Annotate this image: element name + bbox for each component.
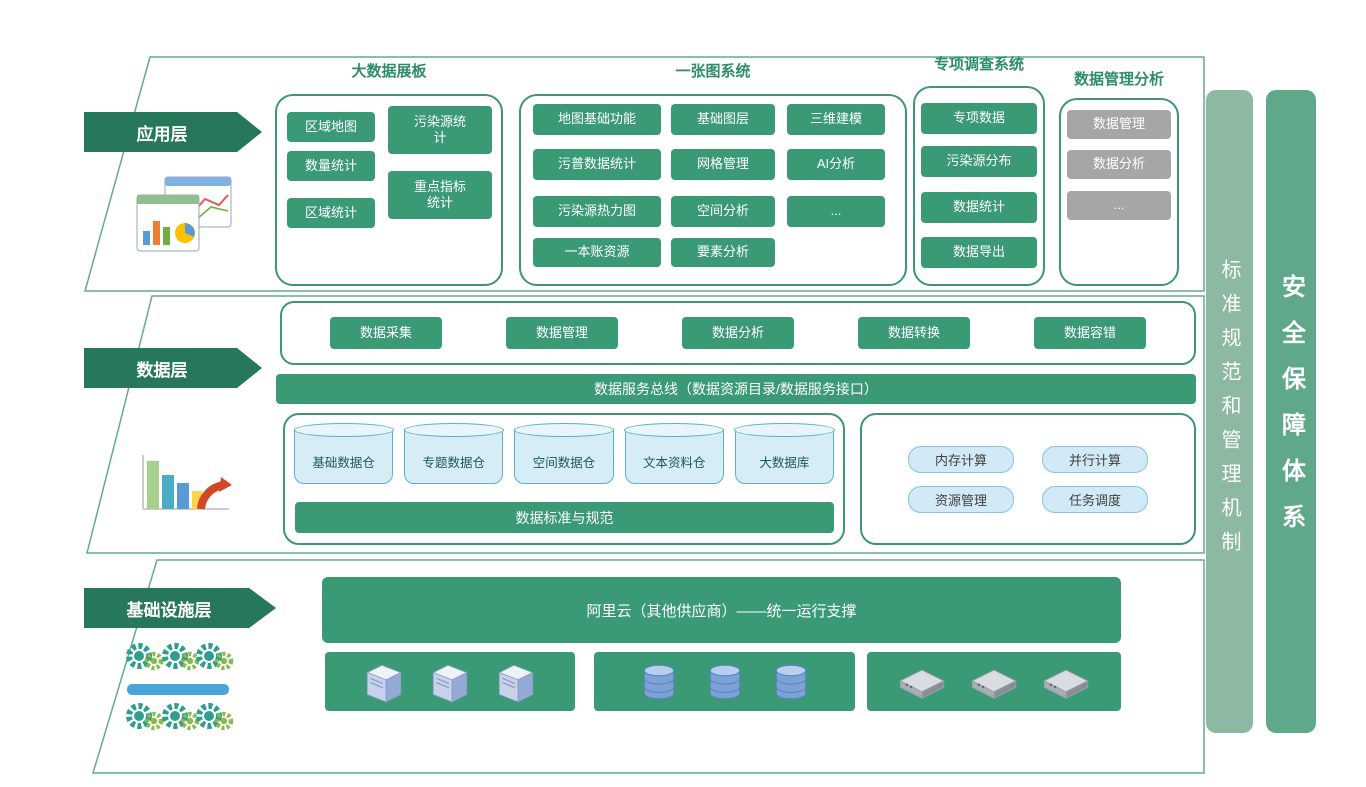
network-hardware-bar (867, 652, 1121, 711)
cloud-platform-bar: 阿里云（其他供应商）——统一运行支撑 (322, 577, 1121, 643)
app-node: 数据管理 (1067, 110, 1171, 139)
infrastructure-layer-label: 基础设施层 (84, 588, 276, 628)
network-switch-icon (896, 663, 948, 701)
app-node: 区域地图 (287, 112, 375, 142)
dashboard-group-title: 大数据展板 (351, 63, 427, 80)
app-node: 污染源分布 (921, 146, 1037, 177)
data-warehouse-cylinder: 大数据库 (734, 423, 835, 484)
app-node: 污染源热力图 (533, 196, 661, 227)
network-switch-icon (968, 663, 1020, 701)
app-node: 一本账资源 (533, 238, 661, 267)
app-node: 基础图层 (671, 104, 775, 135)
database-hardware-bar (594, 652, 855, 711)
application-layer-icon (136, 176, 232, 252)
data-warehouse-box: 基础数据仓 专题数据仓 空间数据仓 文本资料仓 大数据库 数据标准与规范 (283, 413, 845, 545)
standards-management-bar: 标准规范和管理机制 (1206, 90, 1253, 733)
app-node: AI分析 (787, 149, 885, 180)
app-node: 污普数据统计 (533, 149, 661, 180)
app-node: 空间分析 (671, 196, 775, 227)
data-warehouse-cylinder: 空间数据仓 (513, 423, 615, 484)
app-node: ... (787, 196, 885, 227)
server-hardware-bar (325, 652, 575, 711)
data-layer-icon (142, 455, 232, 510)
server-icon (427, 660, 473, 704)
server-icon (361, 660, 407, 704)
app-node: 区域统计 (287, 198, 375, 228)
application-layer-label: 应用层 (84, 112, 262, 152)
computing-node: 资源管理 (908, 485, 1014, 513)
app-node: ... (1067, 191, 1171, 220)
app-node: 污染源统计 (388, 106, 492, 154)
app-node: 数据导出 (921, 237, 1037, 268)
computing-node: 并行计算 (1042, 445, 1148, 473)
data-service-bus-bar: 数据服务总线（数据资源目录/数据服务接口） (276, 374, 1196, 404)
data-warehouse-cylinder: 基础数据仓 (293, 423, 394, 484)
data-layer-label: 数据层 (84, 348, 262, 388)
app-node: 重点指标统计 (388, 171, 492, 219)
app-node: 数量统计 (287, 151, 375, 181)
app-node: 地图基础功能 (533, 104, 661, 135)
computing-node: 内存计算 (908, 445, 1014, 473)
app-node: 数据分析 (1067, 150, 1171, 179)
database-icon (636, 660, 682, 704)
app-node: 网格管理 (671, 149, 775, 180)
database-icon (702, 660, 748, 704)
computing-box: 内存计算 并行计算 资源管理 任务调度 (860, 413, 1196, 545)
data-service-node: 数据管理 (506, 317, 618, 349)
data-service-node: 数据容错 (1034, 317, 1146, 349)
server-icon (493, 660, 539, 704)
app-node: 数据统计 (921, 192, 1037, 223)
computing-node: 任务调度 (1042, 485, 1148, 513)
data-service-node: 数据分析 (682, 317, 794, 349)
app-node: 专项数据 (921, 103, 1037, 134)
security-system-bar: 安全保障体系 (1266, 90, 1316, 733)
app-node: 要素分析 (671, 238, 775, 267)
mgmt-group-title: 数据管理分析 (1073, 71, 1164, 88)
app-node: 三维建模 (787, 104, 885, 135)
survey-group-title: 专项调查系统 (933, 56, 1024, 73)
data-service-node: 数据采集 (330, 317, 442, 349)
data-warehouse-cylinder: 文本资料仓 (624, 423, 725, 484)
data-standards-bar: 数据标准与规范 (295, 502, 834, 533)
data-warehouse-cylinder: 专题数据仓 (403, 423, 505, 484)
data-service-node: 数据转换 (858, 317, 970, 349)
network-switch-icon (1040, 663, 1092, 701)
data-services-box: 数据采集 数据管理 数据分析 数据转换 数据容错 (280, 301, 1196, 365)
infrastructure-layer-icon (125, 642, 237, 736)
onemap-group-title: 一张图系统 (675, 63, 751, 80)
database-icon (768, 660, 814, 704)
